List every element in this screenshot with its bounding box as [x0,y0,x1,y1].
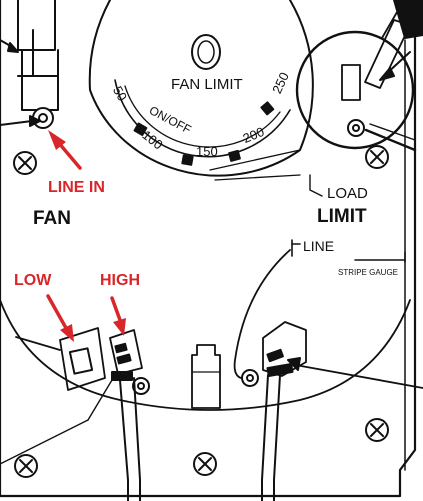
line-in-label: LINE IN [48,179,105,196]
low-high-terminal-block [0,327,150,501]
mounting-screw-left [13,151,37,175]
mounting-screw-right [365,145,389,169]
line-label: LINE [303,238,335,254]
mounting-screw-bottom-right [365,418,389,442]
load-leader-line [309,174,323,197]
high-arrow [110,296,126,336]
housing-outline [0,0,417,498]
fan-label: FAN [33,208,71,229]
dial-tick-mark [181,154,194,166]
load-terminal-callout [295,0,423,152]
dial-tick-mark [260,101,275,116]
low-label: LOW [14,272,52,289]
load-label: LOAD [327,185,368,202]
dial-tick-label: 150 [196,144,218,159]
dial-title: FAN LIMIT [171,76,243,93]
dial-tick-mark [133,122,148,136]
high-label: HIGH [100,272,140,289]
mounting-screw-bottom-center [193,452,217,476]
low-arrow [46,294,74,342]
stripe-gauge-mark [354,251,406,263]
fan-terminal-assembly [0,0,59,129]
stripe-gauge-label: STRIPE GAUGE [338,268,399,277]
line-in-arrow [48,130,82,170]
limit-label: LIMIT [317,206,367,227]
dial-tick-mark [228,149,241,162]
center-connector [191,344,221,409]
mounting-screw-bottom-left [14,454,38,478]
line-leader [233,239,301,380]
line-terminal-block [241,321,423,501]
limit-dial [88,0,314,181]
